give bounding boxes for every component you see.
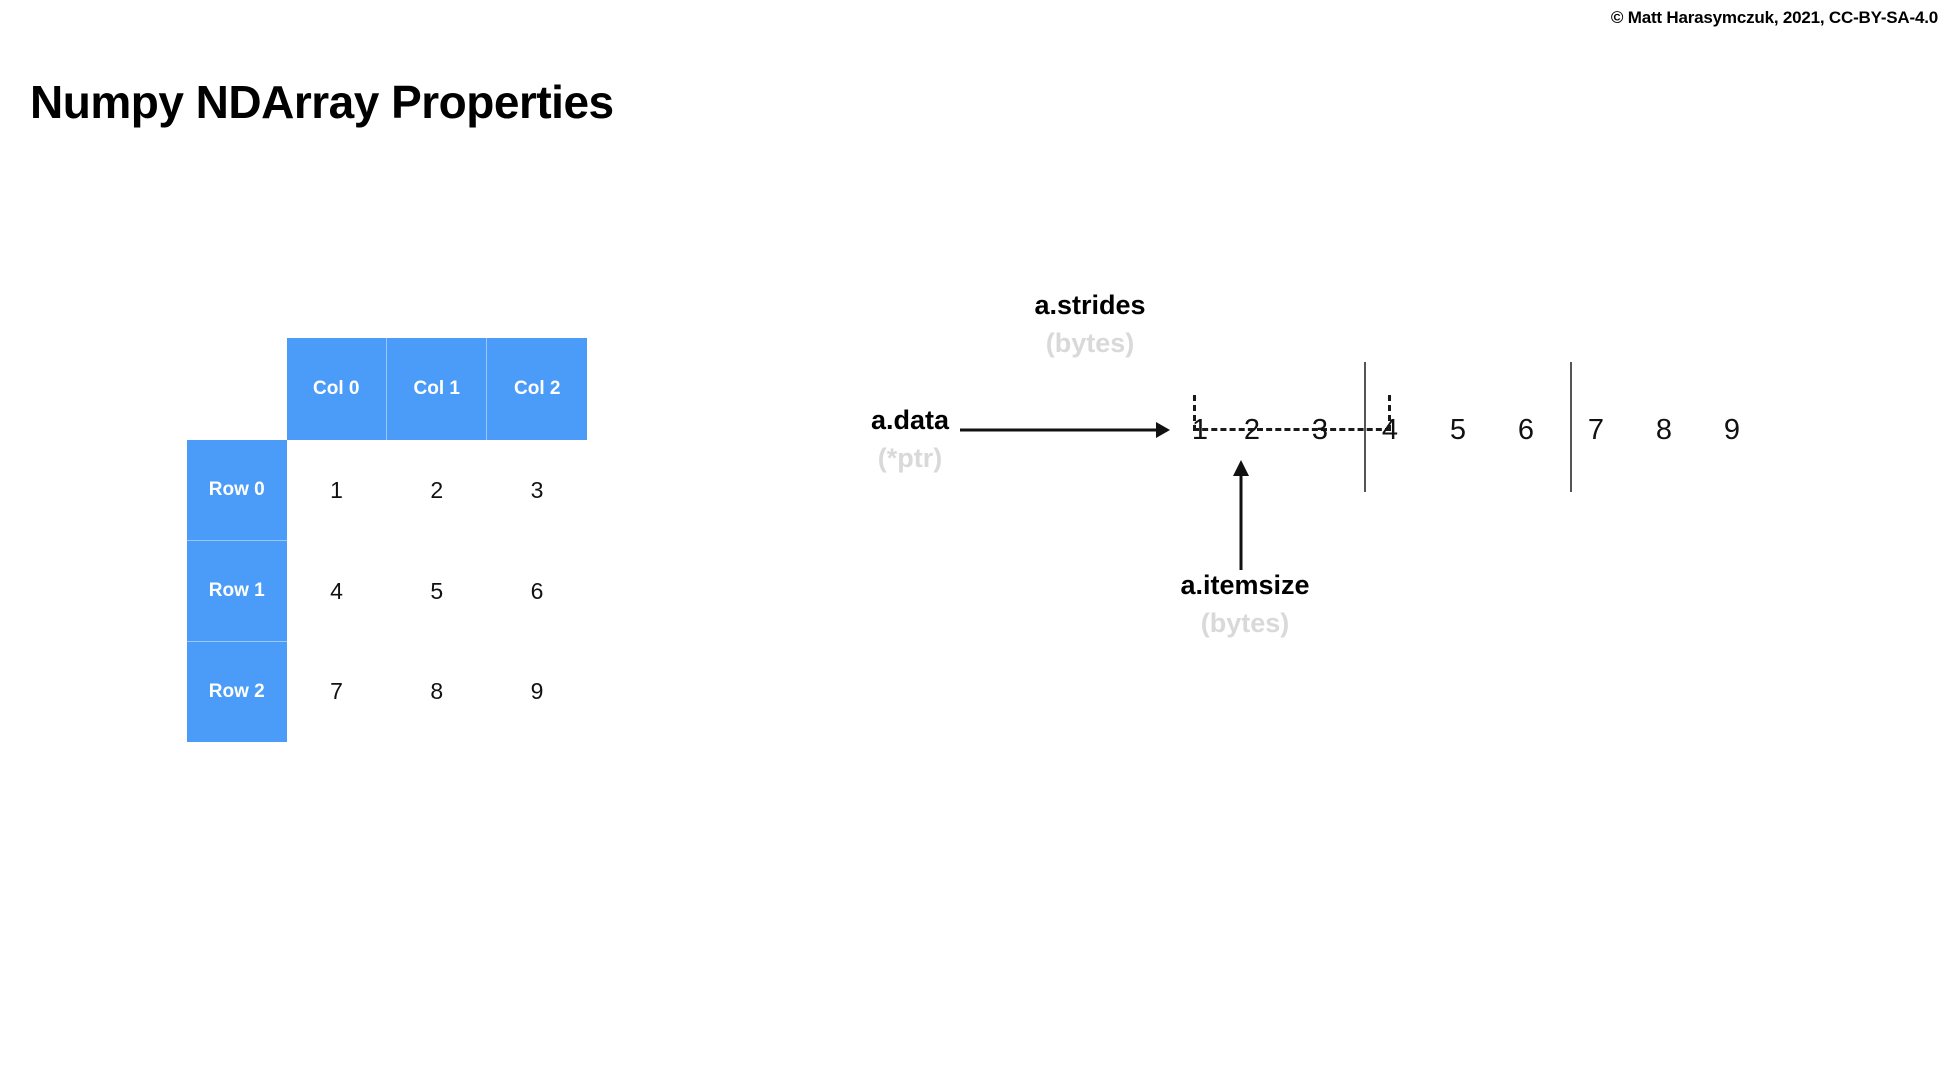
buffer-separator-1 [1570, 362, 1572, 492]
itemsize-label: a.itemsize [1180, 570, 1310, 600]
memory-layout-figure: a.strides (bytes) a.data (*ptr) 1 2 3 4 … [830, 290, 1930, 790]
buffer-cell-6: 7 [1587, 414, 1605, 446]
table-cell-r2c1: 8 [386, 641, 487, 742]
buffer-cell-5: 6 [1517, 414, 1535, 446]
table-corner-cell [187, 338, 287, 440]
table-cell-r1c0: 4 [286, 540, 387, 642]
strides-unit-label: (bytes) [1045, 328, 1135, 358]
table-cell-r2c0: 7 [286, 641, 387, 742]
data-pointer-label: a.data [870, 405, 950, 435]
column-header-col2: Col 2 [486, 338, 587, 440]
buffer-cell-4: 5 [1449, 414, 1467, 446]
page-title: Numpy NDArray Properties [30, 75, 614, 128]
ndarray-table-figure: Col 0 Col 1 Col 2 Row 0 1 2 3 Row 1 4 5 … [187, 338, 587, 742]
itemsize-arrow-icon [1233, 460, 1249, 570]
buffer-separator-0 [1364, 362, 1366, 492]
buffer-cell-1: 2 [1243, 414, 1261, 446]
table-cell-r1c2: 6 [486, 540, 587, 642]
table-row: Row 2 7 8 9 [187, 641, 587, 742]
strides-bracket-icon [1193, 395, 1391, 431]
table-row: Row 1 4 5 6 [187, 540, 587, 642]
table-cell-r0c1: 2 [386, 440, 487, 541]
buffer-cell-2: 3 [1311, 414, 1329, 446]
copyright-notice: © Matt Harasymczuk, 2021, CC-BY-SA-4.0 [1610, 8, 1938, 27]
table-header-row: Col 0 Col 1 Col 2 [187, 338, 587, 440]
ndarray-table: Col 0 Col 1 Col 2 Row 0 1 2 3 Row 1 4 5 … [187, 338, 587, 742]
buffer-cell-7: 8 [1655, 414, 1673, 446]
table-row: Row 0 1 2 3 [187, 440, 587, 541]
column-header-col1: Col 1 [386, 338, 487, 440]
table-cell-r0c0: 1 [286, 440, 387, 541]
buffer-cell-0: 1 [1191, 414, 1209, 446]
strides-label: a.strides [1034, 290, 1146, 320]
column-header-col0: Col 0 [286, 338, 387, 440]
data-pointer-arrow-icon [960, 422, 1170, 438]
row-header-row1: Row 1 [187, 540, 287, 642]
data-pointer-unit-label: (*ptr) [877, 443, 943, 473]
table-cell-r2c2: 9 [486, 641, 587, 742]
table-cell-r1c1: 5 [386, 540, 487, 642]
table-cell-r0c2: 3 [486, 440, 587, 541]
buffer-cell-3: 4 [1381, 414, 1399, 446]
row-header-row0: Row 0 [187, 440, 287, 541]
buffer-cell-8: 9 [1723, 414, 1741, 446]
row-header-row2: Row 2 [187, 641, 287, 742]
itemsize-unit-label: (bytes) [1200, 608, 1290, 638]
